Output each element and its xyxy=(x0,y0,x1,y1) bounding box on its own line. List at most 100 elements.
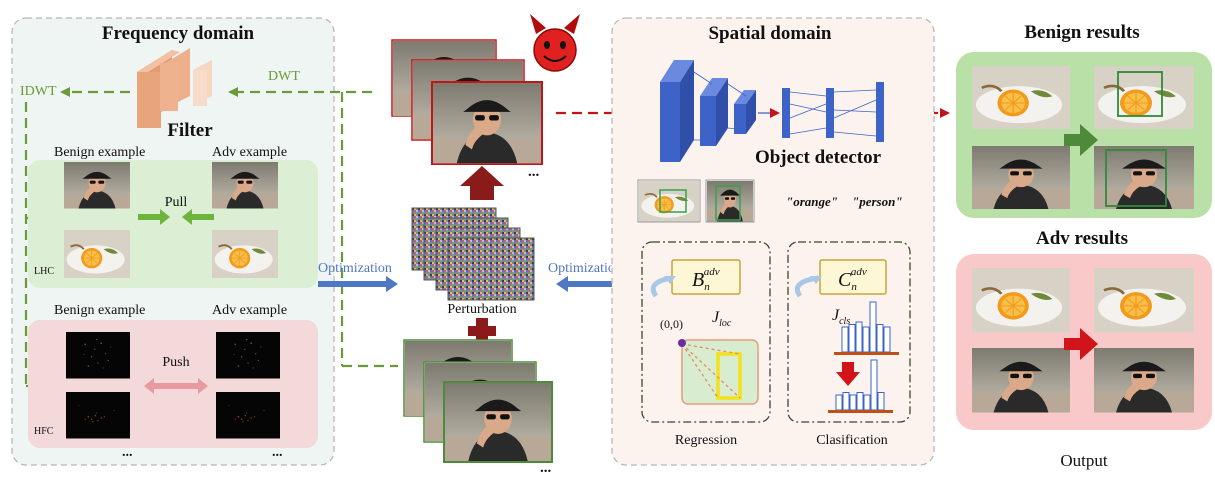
b-sup: adv xyxy=(704,266,720,278)
adv-result-orange-detected xyxy=(1092,266,1196,334)
label-orange: "orange" xyxy=(786,194,838,209)
svg-text:Jloc: Jloc xyxy=(712,309,732,329)
j-cls-symbol: J xyxy=(832,307,840,324)
c-sub: n xyxy=(851,281,857,293)
pull-label: Pull xyxy=(165,195,188,210)
spatial-domain-panel: Spatial domain Object xyxy=(611,17,935,466)
histogram-before-bar xyxy=(862,326,870,353)
lhc-tag: LHC xyxy=(34,266,54,277)
benign-stack-ellipsis: ... xyxy=(540,460,552,476)
svg-text:Cnadv: Cn adv xyxy=(838,266,867,293)
adv-stack-ellipsis: ... xyxy=(528,164,540,180)
origin-label: (0,0) xyxy=(660,317,683,331)
devil-icon xyxy=(530,14,580,72)
benign-result-orange-image xyxy=(970,64,1072,131)
optimization-left-label: Optimization xyxy=(318,261,392,276)
frequency-domain-title: Frequency domain xyxy=(102,23,255,44)
histogram-before-bar xyxy=(855,321,863,353)
benign-result-arrow xyxy=(1064,124,1098,156)
push-label: Push xyxy=(162,355,189,370)
target-box xyxy=(716,352,742,400)
adv-results-title: Adv results xyxy=(1036,228,1128,249)
svg-text:Jcls: Jcls xyxy=(832,307,850,327)
svg-text:Bnadv: Bn adv xyxy=(692,266,720,293)
adv-result-arrow xyxy=(1064,328,1098,360)
histogram-after-bar xyxy=(856,392,864,411)
plus-icon xyxy=(468,318,496,344)
spatial-domain-title: Spatial domain xyxy=(708,23,831,44)
optimization-left-arrow xyxy=(318,276,398,292)
histogram-after-bar xyxy=(842,392,850,411)
perturbation-stack xyxy=(411,207,535,301)
optimization-right-label: Optimization xyxy=(548,261,622,276)
b-sub: n xyxy=(704,281,710,293)
histogram-after xyxy=(828,359,893,413)
hfc-adv-orange-image xyxy=(216,392,280,439)
regression-box xyxy=(641,241,771,423)
hfc-adv-ellipsis: ... xyxy=(272,445,283,460)
dwt-label: DWT xyxy=(268,69,300,84)
histogram-after-bar xyxy=(870,359,878,411)
benign-stack xyxy=(403,339,553,463)
lhc-benign-person-image xyxy=(64,162,130,209)
histogram-after-bar xyxy=(849,394,857,411)
regression-caption: Regression xyxy=(675,433,737,448)
histogram-before-bar xyxy=(883,326,891,353)
lhc-adv-label: Adv example xyxy=(212,145,287,160)
hfc-adv-label: Adv example xyxy=(212,303,287,318)
pull-arrows xyxy=(138,209,214,225)
origin-dot xyxy=(678,339,686,347)
perturbation-image xyxy=(447,237,535,301)
push-arrow xyxy=(144,378,208,394)
histogram-after-bar xyxy=(877,392,885,411)
classification-caption: Clasification xyxy=(816,433,888,448)
adv-result-person-detected xyxy=(1094,348,1194,413)
hfc-benign-label: Benign example xyxy=(54,303,145,318)
lhc-benign-orange-image xyxy=(63,229,131,279)
adversarial-stack xyxy=(391,39,543,165)
hfc-benign-orange-image xyxy=(66,392,130,439)
hfc-benign-person-image xyxy=(66,332,130,379)
filter-icon xyxy=(137,48,212,128)
benign-result-orange-detected xyxy=(1092,64,1196,131)
histogram-before xyxy=(834,301,899,355)
benign-result-person-detected xyxy=(1094,146,1194,209)
b-symbol: B xyxy=(692,269,704,291)
histogram-before-baseline xyxy=(834,352,899,355)
perturbation-label: Perturbation xyxy=(447,302,516,317)
adv-example-image xyxy=(433,83,541,164)
benign-results-title: Benign results xyxy=(1024,22,1139,43)
c-sup: adv xyxy=(851,266,867,278)
lhc-adv-orange-image xyxy=(211,229,279,279)
adv-result-orange-image xyxy=(970,266,1072,334)
frequency-domain-panel: Frequency domain Filter IDWT DWT Benign … xyxy=(11,17,372,466)
up-arrow xyxy=(460,166,504,200)
c-symbol: C xyxy=(838,269,852,291)
histogram-before-bar xyxy=(848,324,856,353)
histogram-before-bar xyxy=(841,326,849,353)
benign-result-person-image xyxy=(972,146,1070,209)
object-detector-network xyxy=(660,60,884,162)
j-loc-symbol: J xyxy=(712,309,720,326)
classification-box xyxy=(787,241,911,423)
histogram-before-bar xyxy=(876,324,884,353)
histogram-after-baseline xyxy=(828,410,893,413)
output-label: Output xyxy=(1060,451,1108,470)
lhc-adv-person-image xyxy=(212,162,278,209)
regression-plot-bg xyxy=(681,339,759,405)
j-loc-sub: loc xyxy=(719,318,732,329)
lhc-benign-label: Benign example xyxy=(54,145,145,160)
object-detector-label: Object detector xyxy=(755,147,882,168)
j-cls-sub: cls xyxy=(839,316,850,327)
adv-result-person-image xyxy=(972,348,1070,413)
label-person: "person" xyxy=(852,194,903,209)
histogram-after-bar xyxy=(835,394,843,411)
histogram-before-bar xyxy=(869,301,877,353)
hfc-benign-ellipsis: ... xyxy=(122,445,133,460)
hfc-tag: HFC xyxy=(34,426,54,437)
idwt-label: IDWT xyxy=(20,84,57,99)
benign-example-image xyxy=(445,383,551,461)
filter-label: Filter xyxy=(167,120,213,141)
histogram-after-bar xyxy=(863,394,871,411)
